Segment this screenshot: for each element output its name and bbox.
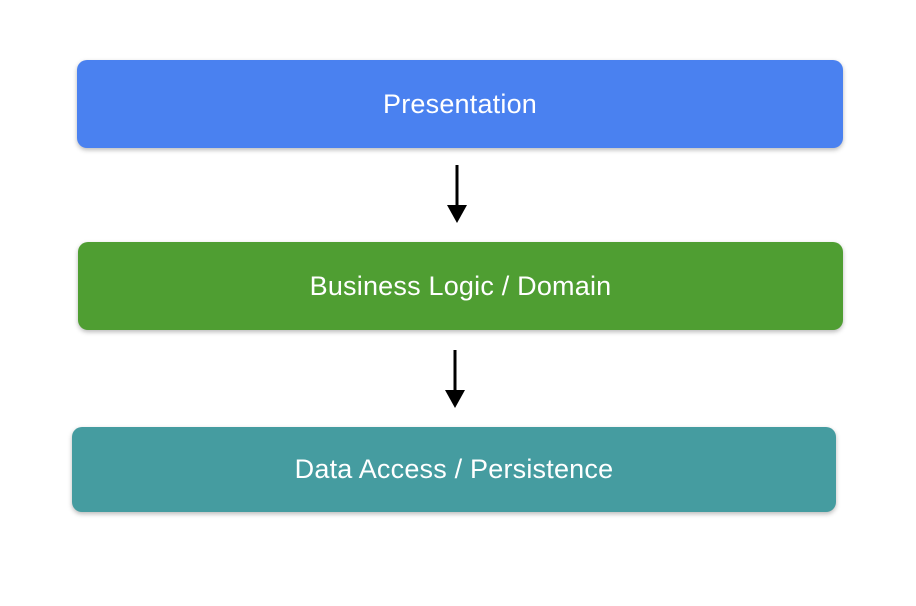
layer-box-business-logic: Business Logic / Domain (78, 242, 843, 330)
layer-box-data-access: Data Access / Persistence (72, 427, 836, 512)
layer-label-data-access: Data Access / Persistence (294, 454, 614, 484)
down-arrow-icon-1 (446, 165, 468, 223)
layer-label-business-logic: Business Logic / Domain (309, 270, 612, 301)
layer-box-presentation: Presentation (77, 60, 843, 148)
down-arrow-icon-2 (444, 350, 466, 408)
layer-label-presentation: Presentation (383, 88, 537, 119)
